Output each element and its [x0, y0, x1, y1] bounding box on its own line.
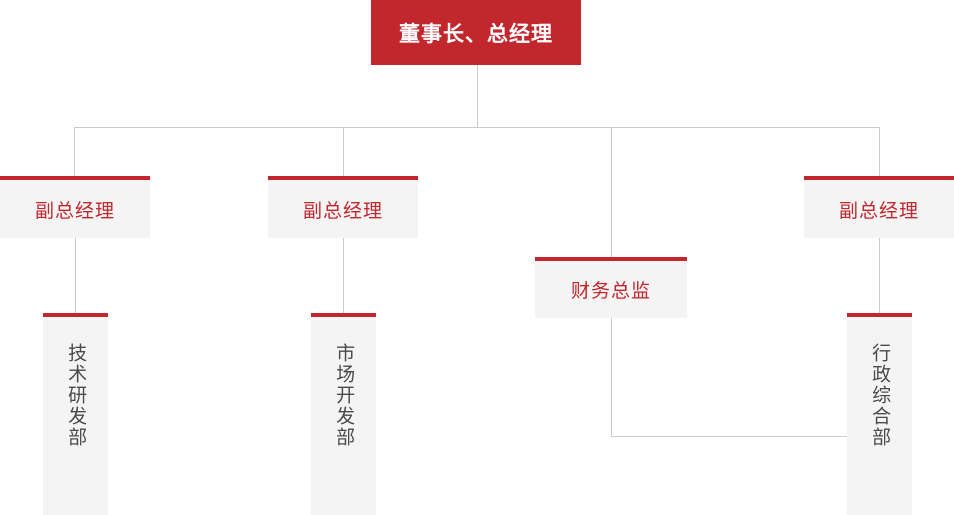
node-deputy-gm-1-label: 副总经理 [34, 200, 115, 222]
connector-drop-deputy-gm-1 [74, 127, 75, 176]
node-rd-department[interactable]: 技术研发部 [43, 313, 108, 515]
node-deputy-gm-1[interactable]: 副总经理 [0, 176, 150, 238]
connector-trunk-main [477, 65, 478, 127]
node-deputy-gm-2[interactable]: 副总经理 [268, 176, 418, 238]
node-rd-department-label: 技术研发部 [65, 343, 87, 448]
connector-drop-cfo [611, 127, 612, 257]
node-deputy-gm-2-label: 副总经理 [302, 200, 383, 222]
connector-drop-deputy-gm-3 [879, 127, 880, 176]
connector-deputy-gm-2-to-market [343, 238, 344, 314]
node-admin-department[interactable]: 行政综合部 [847, 313, 912, 515]
connector-cfo-to-admin-horizontal [611, 436, 859, 437]
node-deputy-gm-3[interactable]: 副总经理 [804, 176, 954, 238]
connector-horizontal-bar [74, 127, 880, 128]
node-market-department[interactable]: 市场开发部 [311, 313, 376, 515]
connector-deputy-gm-3-to-admin [879, 238, 880, 314]
node-chairman-gm-label: 董事长、总经理 [399, 22, 553, 46]
node-deputy-gm-3-label: 副总经理 [838, 200, 919, 222]
connector-cfo-vertical-drop [611, 318, 612, 436]
node-cfo-label: 财务总监 [570, 281, 651, 302]
node-market-department-label: 市场开发部 [333, 343, 355, 448]
connector-deputy-gm-1-to-rd [75, 238, 76, 314]
node-chairman-gm[interactable]: 董事长、总经理 [371, 0, 581, 65]
connector-drop-deputy-gm-2 [343, 127, 344, 176]
node-admin-department-label: 行政综合部 [869, 343, 891, 448]
node-cfo[interactable]: 财务总监 [535, 257, 687, 318]
